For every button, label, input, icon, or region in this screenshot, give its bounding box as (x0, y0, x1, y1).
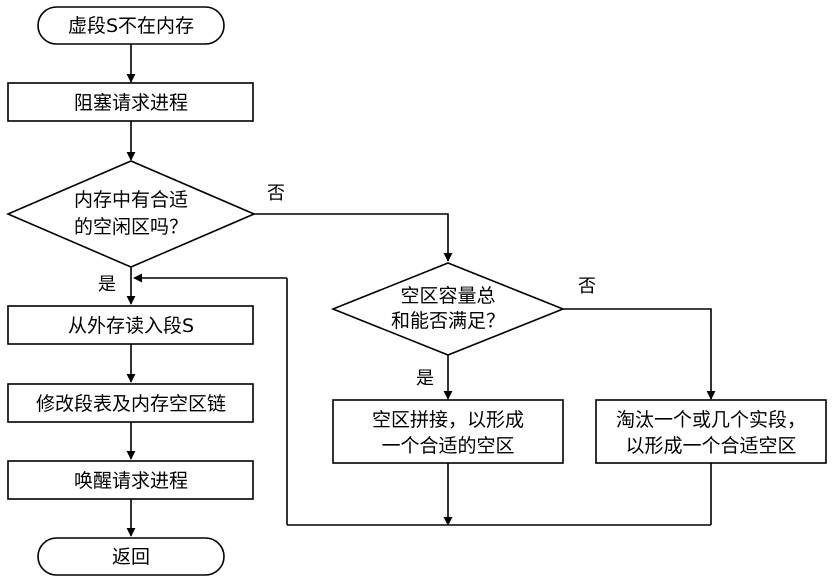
compact-line1: 空区拼接，以形成 (372, 409, 524, 431)
wake-box: 唤醒请求进程 (7, 460, 254, 500)
evict-line2: 以形成一个合适空区 (625, 435, 796, 457)
decision-total-diamond: 空区容量总 和能否满足？ (330, 262, 566, 356)
start-terminator: 虚段S不在内存 (37, 6, 225, 45)
compact-box: 空区拼接，以形成 一个合适的空区 (332, 399, 564, 464)
decision-fit-diamond: 内存中有合适 的空闲区吗？ (5, 160, 257, 268)
decision-total-line1: 空区容量总 (400, 285, 495, 307)
label-yes-1: 是 (98, 274, 116, 295)
wake-label: 唤醒请求进程 (74, 470, 188, 492)
update-table-box: 修改段表及内存空区链 (7, 383, 254, 423)
evict-line1: 淘汰一个或几个实段， (616, 409, 806, 431)
decision-fit-line1: 内存中有合适 (74, 189, 188, 211)
decision-total-line2: 和能否满足？ (391, 310, 505, 332)
end-terminator: 返回 (37, 537, 225, 576)
decision-fit-line2: 的空闲区吗？ (74, 216, 188, 238)
evict-box: 淘汰一个或几个实段， 以形成一个合适空区 (595, 399, 827, 464)
block-request-label: 阻塞请求进程 (74, 92, 188, 114)
label-yes-2: 是 (416, 368, 434, 389)
label-no-1: 否 (267, 183, 285, 204)
end-label: 返回 (112, 546, 150, 568)
arrow-total-no (563, 308, 716, 400)
arrow-fit-no (254, 213, 453, 262)
block-request-box: 阻塞请求进程 (7, 82, 254, 122)
compact-line2: 一个合适的空区 (381, 435, 514, 457)
read-in-label: 从外存读入段S (68, 315, 194, 337)
label-no-2: 否 (578, 276, 596, 297)
update-table-label: 修改段表及内存空区链 (36, 393, 226, 415)
start-label: 虚段S不在内存 (68, 15, 194, 37)
read-in-box: 从外存读入段S (7, 305, 254, 345)
